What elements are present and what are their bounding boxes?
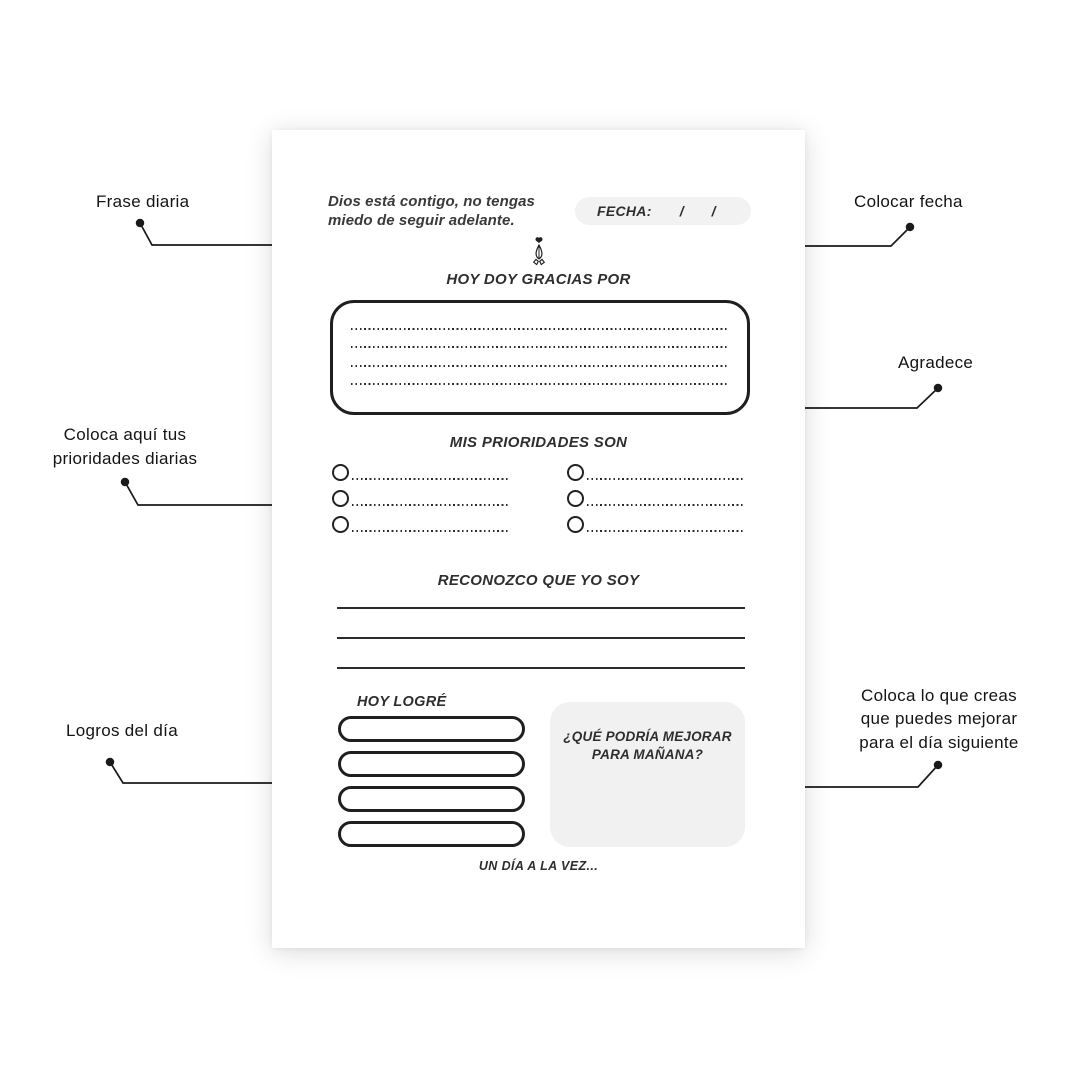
gratitude-writing-line[interactable] [351, 364, 729, 367]
priorities-column-right [567, 455, 744, 533]
priority-bullet-circle[interactable] [332, 464, 349, 481]
gratitude-input-box[interactable] [330, 300, 750, 415]
date-separator: / [679, 203, 684, 219]
priority-row [332, 481, 509, 507]
gratitude-writing-line[interactable] [351, 383, 729, 386]
achievements-section [338, 716, 525, 856]
priority-row [567, 455, 744, 481]
priority-writing-line[interactable] [352, 530, 509, 532]
priority-bullet-circle[interactable] [567, 490, 584, 507]
identity-writing-line[interactable] [337, 667, 745, 669]
achievement-slot[interactable] [338, 786, 525, 812]
priority-bullet-circle[interactable] [332, 516, 349, 533]
identity-writing-line[interactable] [337, 637, 745, 639]
annotation-agradece: Agradece [898, 353, 974, 372]
footer-motto: UN DÍA A LA VEZ... [478, 859, 599, 873]
priority-row [332, 455, 509, 481]
daily-quote: Dios está contigo, no tengas miedo de se… [328, 193, 535, 230]
identity-section [337, 607, 745, 669]
priority-writing-line[interactable] [352, 478, 509, 480]
priority-writing-line[interactable] [587, 504, 744, 506]
annotation-frase-diaria: Frase diaria [96, 192, 190, 211]
improvement-heading: ¿QUÉ PODRÍA MEJORAR PARA MAÑANA? [563, 729, 732, 762]
identity-writing-line[interactable] [337, 607, 745, 609]
date-separator: / [711, 203, 716, 219]
achievement-slot[interactable] [338, 751, 525, 777]
date-field[interactable]: FECHA: / / [575, 197, 751, 225]
achievements-heading: HOY LOGRÉ [357, 694, 447, 710]
priority-row [567, 481, 744, 507]
priority-bullet-circle[interactable] [332, 490, 349, 507]
gratitude-writing-line[interactable] [351, 327, 729, 330]
priority-row [332, 507, 509, 533]
achievement-slot[interactable] [338, 716, 525, 742]
priority-row [567, 507, 744, 533]
planner-page: Dios está contigo, no tengas miedo de se… [272, 130, 805, 948]
annotation-mejorar-manana: Coloca lo que creas que puedes mejorar p… [859, 686, 1019, 752]
heart-praying-hands-icon [529, 236, 549, 268]
achievement-slot[interactable] [338, 821, 525, 847]
annotation-colocar-fecha: Colocar fecha [854, 192, 963, 211]
priorities-section [332, 455, 744, 533]
annotation-logros-del-dia: Logros del día [66, 721, 178, 740]
gratitude-heading: HOY DOY GRACIAS POR [446, 271, 631, 288]
annotation-prioridades-diarias: Coloca aquí tus prioridades diarias [52, 425, 198, 469]
gratitude-writing-line[interactable] [351, 346, 729, 349]
priority-bullet-circle[interactable] [567, 464, 584, 481]
date-label: FECHA: [597, 203, 652, 219]
priority-writing-line[interactable] [352, 504, 509, 506]
priorities-heading: MIS PRIORIDADES SON [449, 434, 628, 451]
priority-writing-line[interactable] [587, 478, 744, 480]
identity-heading: RECONOZCO QUE YO SOY [437, 572, 640, 589]
priorities-column-left [332, 455, 509, 533]
priority-writing-line[interactable] [587, 530, 744, 532]
improvement-box[interactable]: ¿QUÉ PODRÍA MEJORAR PARA MAÑANA? [550, 702, 745, 847]
priority-bullet-circle[interactable] [567, 516, 584, 533]
leader-line-logros [105, 757, 300, 787]
